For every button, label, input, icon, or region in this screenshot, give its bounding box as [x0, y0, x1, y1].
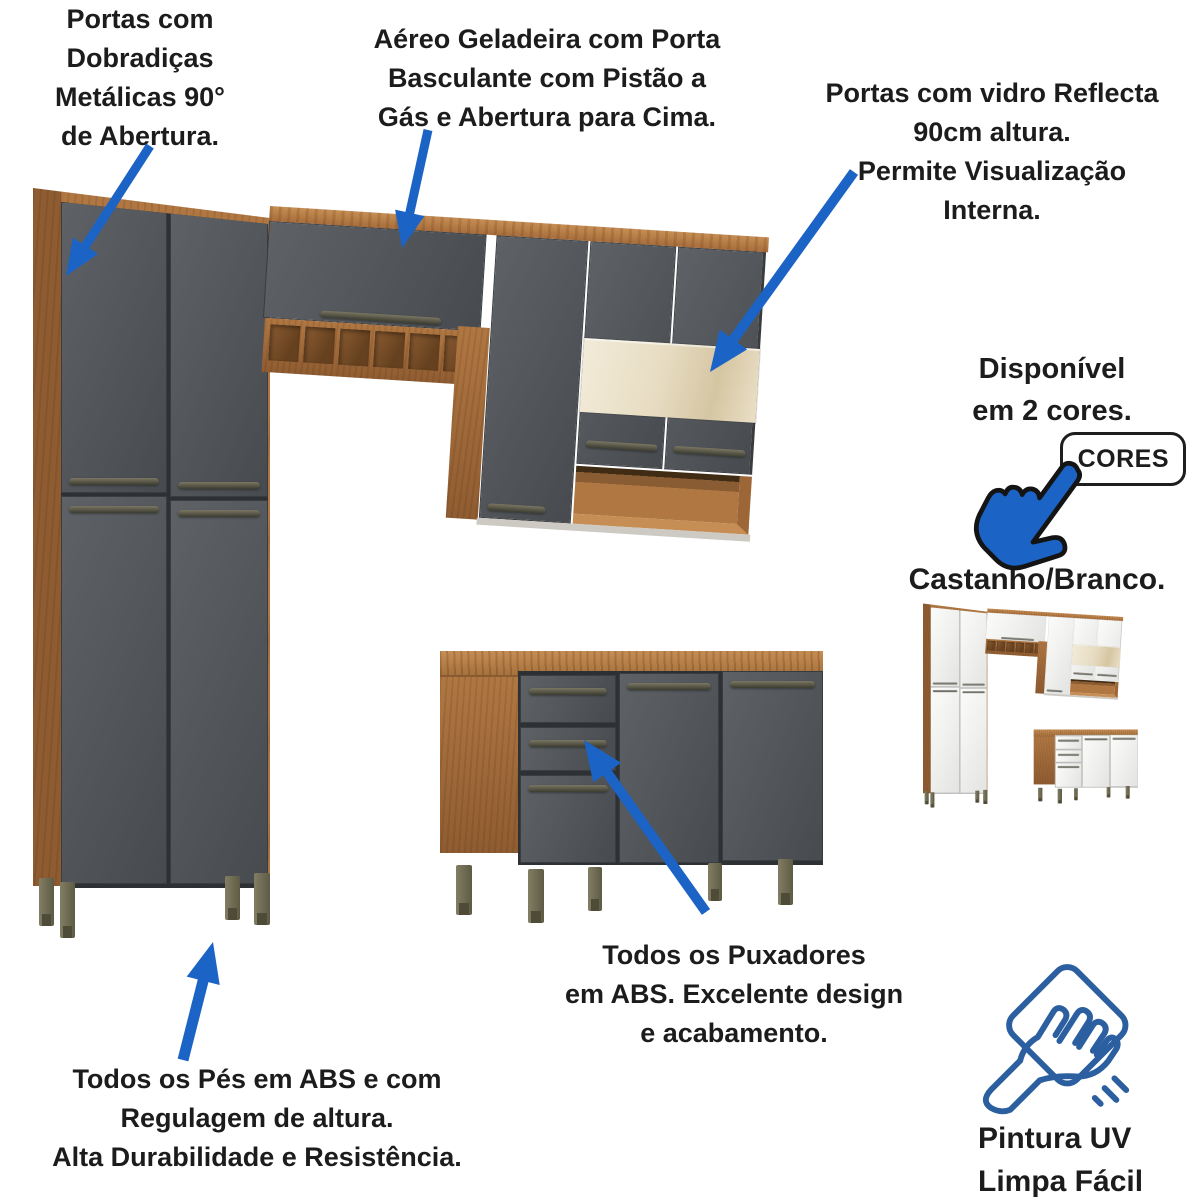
door-handle — [932, 682, 958, 685]
drawer-handle — [529, 688, 607, 695]
drawer — [1055, 736, 1082, 750]
tall-cabinet-doors — [61, 202, 268, 888]
kitchen-set-main — [33, 186, 823, 946]
door-handle — [177, 510, 261, 517]
cabinet-leg — [60, 882, 75, 938]
cabinet-door — [520, 775, 616, 863]
upper-cabinets — [249, 206, 770, 577]
annotation-aereo: Aéreo Geladeira com Porta Basculante com… — [373, 24, 721, 133]
drawer-handle — [1058, 753, 1080, 756]
reflecta-glass-panel — [1071, 644, 1121, 668]
upper-cabinets — [982, 608, 1124, 709]
cabinet-door — [170, 202, 268, 497]
cabinet-door — [960, 607, 987, 688]
cabinet-leg — [39, 878, 54, 926]
cabinet-leg — [456, 865, 472, 915]
cabinet-leg — [1073, 788, 1078, 801]
cabinet-door — [1110, 734, 1138, 787]
cabinet-door — [930, 687, 960, 793]
cabinet-leg — [975, 790, 980, 803]
cabinet-door — [61, 496, 167, 884]
annotation-handles: Todos os Puxadores em ABS. Excelente des… — [564, 940, 904, 1049]
door-handle — [177, 482, 261, 489]
door-handle — [487, 503, 546, 514]
annotation-hinges: Portas com Dobradiças Metálicas 90° de A… — [55, 4, 225, 152]
tall-cabinet — [33, 186, 270, 946]
upper-cabinet-door — [478, 235, 589, 524]
annotation-feet: Todos os Pés em ABS e com Regulagem de a… — [52, 1064, 462, 1173]
cabinet-leg — [930, 792, 935, 808]
cabinet-door — [1082, 735, 1110, 788]
cores-button[interactable]: CORES — [1060, 432, 1186, 486]
cabinet-leg — [1057, 788, 1062, 804]
door-handle — [69, 478, 159, 485]
wine-rack-slot — [373, 330, 406, 369]
side-panel — [1033, 736, 1055, 785]
annotation-uv-paint: Pintura UV Limpa Fácil — [978, 1122, 1144, 1198]
wine-rack — [985, 638, 1044, 658]
cabinet-door — [722, 671, 823, 861]
cabinet-leg — [778, 859, 793, 905]
door-handle — [626, 683, 712, 690]
door-handle — [962, 683, 985, 686]
drawer — [520, 675, 616, 723]
door-handle — [1057, 765, 1080, 768]
door-handle — [1112, 737, 1136, 740]
cabinet-leg — [254, 873, 270, 925]
counter-cabinet — [1033, 729, 1138, 804]
tall-cabinet-doors — [930, 607, 987, 794]
cabinet-leg — [528, 869, 544, 923]
cores-button-label: CORES — [1077, 444, 1169, 473]
door-handle — [962, 691, 985, 694]
cabinet-leg — [1106, 787, 1111, 798]
drawer-handle — [1058, 739, 1080, 742]
kitchen-set — [33, 186, 823, 946]
door-handle — [1084, 738, 1108, 741]
tilt-up-door — [262, 220, 487, 332]
door-handle — [932, 690, 958, 692]
door-handle — [527, 785, 609, 792]
wine-rack-slot — [338, 328, 371, 367]
tall-cabinet — [923, 603, 988, 810]
wine-rack-slot — [1006, 641, 1015, 653]
cabinet-door — [170, 500, 268, 884]
cabinet-leg — [588, 867, 602, 911]
cabinet-leg — [225, 876, 240, 920]
wine-rack-slot — [1015, 642, 1025, 653]
drawer-handle — [529, 740, 607, 747]
drawer — [520, 727, 616, 771]
kitchen-set-alt-white — [923, 603, 1138, 810]
wine-rack-slot — [1025, 643, 1034, 654]
cabinet-leg — [708, 863, 722, 901]
pointer-hand-icon — [973, 460, 1082, 571]
cabinet-door — [61, 202, 167, 493]
wine-rack-slot — [408, 333, 441, 371]
annotation-glass: Portas com vidro Reflecta 90cm altura. P… — [825, 78, 1159, 226]
cabinet-door — [619, 673, 719, 863]
kitchen-set — [923, 603, 1138, 810]
wine-rack-slot — [996, 641, 1006, 652]
tilt-up-door — [985, 612, 1047, 643]
cabinet-leg — [924, 791, 929, 805]
side-panel — [440, 677, 518, 853]
cabinet-door — [930, 607, 960, 687]
reflecta-glass-panel — [579, 337, 760, 423]
cabinet-leg — [1125, 786, 1130, 799]
annotation-color-variant: Castanho/Branco. — [908, 563, 1166, 596]
arrow-feet-icon — [177, 942, 220, 1062]
annotation-colors-available: Disponível em 2 cores. — [972, 353, 1132, 428]
cabinet-door — [1055, 763, 1082, 788]
cabinet-leg — [983, 789, 988, 805]
counter-cabinet — [440, 651, 823, 923]
cabinet-door — [960, 688, 987, 793]
cabinet-leg — [1038, 787, 1043, 802]
drawer — [1055, 750, 1082, 763]
door-handle — [69, 506, 159, 513]
wine-rack-slot — [303, 326, 336, 365]
door-handle — [1046, 689, 1063, 693]
door-handle — [729, 681, 816, 688]
wine-rack-slot — [268, 324, 301, 363]
wipe-hand-icon — [982, 964, 1130, 1115]
wine-rack-slot — [987, 640, 996, 651]
